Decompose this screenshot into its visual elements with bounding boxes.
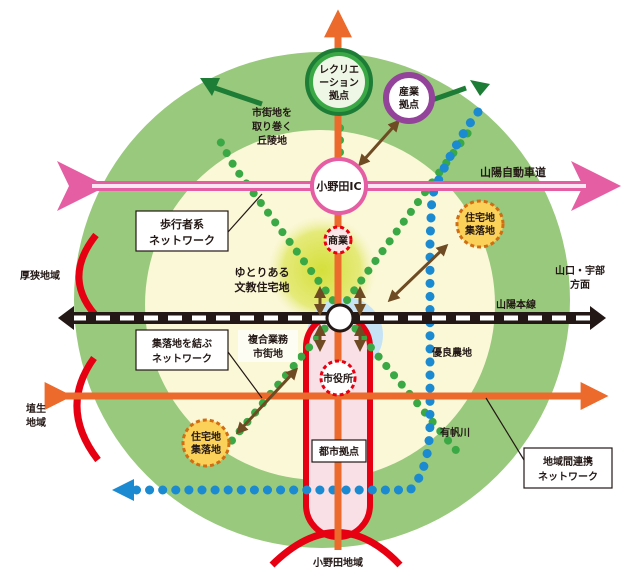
arihogawa-label: 有帆川 — [440, 426, 470, 439]
blue-arrow-left — [112, 479, 134, 501]
link-center-lower-left — [235, 367, 299, 435]
residential-upper-right-node — [455, 199, 505, 249]
pedestrian-network-box — [135, 210, 229, 252]
center-station-node — [325, 303, 355, 333]
city-hall-node — [319, 359, 357, 397]
brown-link-arrows — [235, 119, 449, 435]
urban-hub-label: 都市拠点 — [318, 445, 359, 458]
recreation-hub-label: レクリエーション拠点 — [319, 64, 359, 102]
farmland-label: 優良農地 — [431, 346, 472, 359]
recreation-hub-inner — [313, 56, 365, 108]
pointer-connect — [227, 351, 263, 399]
connect-network-box — [135, 329, 229, 371]
onoda-ic-label: 小野田IC — [315, 179, 361, 193]
onoda-region-label: 小野田地域 — [312, 556, 363, 569]
residential-lower-left-node — [181, 418, 231, 468]
residential-upper-right-label: 住宅地集落地 — [464, 211, 495, 237]
connect-network-label: 集落地を結ぶネットワーク — [151, 337, 212, 365]
dark-green-arrow-left — [200, 78, 220, 96]
asa-region-label: 厚狭地域 — [20, 269, 60, 282]
pedestrian-network-label: 歩行者系ネットワーク — [149, 217, 215, 247]
rail-arrow-right — [590, 306, 606, 330]
hills-label: 市街地を取り巻く丘陵地 — [252, 106, 292, 147]
dark-green-arrow-right — [470, 80, 490, 96]
link-center-residential — [387, 243, 449, 303]
asa-region-arc — [75, 232, 103, 323]
dark-green-curve-left — [214, 85, 263, 107]
city-hall-label: 市役所 — [323, 372, 353, 385]
pointer-pedestrian — [227, 193, 263, 233]
pointer-regional — [485, 397, 525, 461]
habu-region-label: 埴生地域 — [26, 402, 46, 429]
commerce-label: 商業 — [328, 234, 349, 247]
industry-hub-node — [383, 72, 435, 124]
residential-lower-left-label: 住宅地集落地 — [190, 430, 221, 456]
onoda-ic-node — [310, 157, 368, 215]
sanyo-expressway-label: 山陽自動車道 — [480, 165, 546, 179]
yamaguchi-ube-label: 山口・宇部方面 — [555, 264, 605, 291]
urban-hub-box — [311, 439, 367, 463]
link-ic-industry — [357, 119, 401, 167]
regional-network-label: 地域間連携ネットワーク — [538, 455, 598, 483]
industry-hub-label: 産業拠点 — [399, 85, 420, 111]
yutori-label: ゆとりある文教住宅地 — [235, 266, 290, 294]
arihogawa-river — [130, 107, 483, 495]
diag-upper-left-dots — [211, 128, 344, 314]
mixed-business-bg — [238, 330, 298, 362]
sanyo-line-label: 山陽本線 — [496, 298, 536, 311]
commerce-node — [323, 225, 353, 255]
mixed-business-label: 複合業務市街地 — [247, 333, 289, 360]
regional-network-box — [523, 447, 613, 489]
rail-arrow-left — [58, 306, 74, 330]
